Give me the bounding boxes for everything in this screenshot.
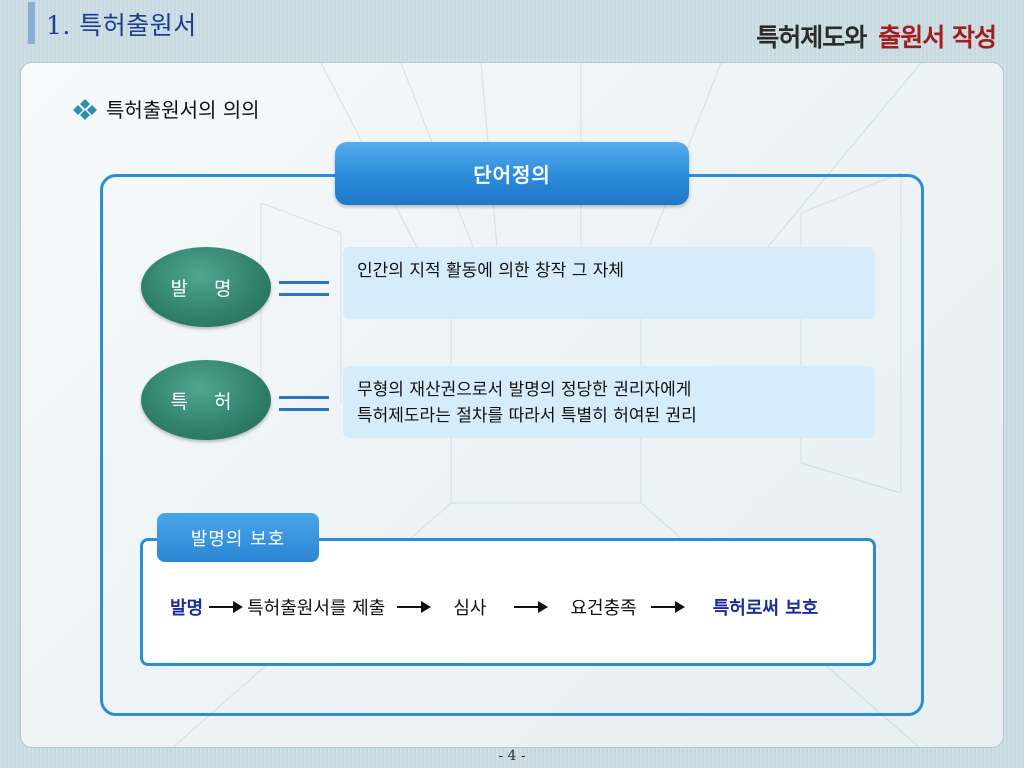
protection-tab: 발명의 보호 [157,513,319,562]
flow-step: 발명 [170,598,204,619]
arrow-right-icon [209,601,244,613]
equals-icon [279,279,329,299]
presentation-title: 특허제도와 출원서 작성 [756,18,997,54]
slide-title: 1. 특허출원서 [46,11,197,40]
arrow-right-icon [650,601,685,613]
section-heading: 특허출원서의 의의 [72,94,260,123]
equals-icon [279,394,329,414]
term-patent: 특 허 [141,360,271,440]
flow-step: 특허출원서를 제출 [247,598,386,619]
presentation-title-part-1: 특허제도와 [756,23,867,52]
diamond-cluster-icon [73,98,97,120]
arrow-right-icon [397,601,432,613]
definition-invention: 인간의 지적 활동에 의한 창작 그 자체 [343,247,875,319]
protection-flow: 발명 특허출원서를 제출 심사 요건충족 특허로써 보호 [170,594,818,620]
flow-step: 특허로써 보호 [712,598,819,619]
definition-line: 인간의 지적 활동에 의한 창작 그 자체 [357,261,625,281]
section-heading-text: 특허출원서의 의의 [106,98,260,122]
arrow-right-icon [514,601,549,613]
flow-step: 심사 [453,598,487,619]
page-number: - 4 - [498,748,526,764]
definition-line: 특허제도라는 절차를 따라서 특별히 허여된 권리 [357,406,697,426]
presentation-title-part-2: 출원서 작성 [878,23,997,52]
term-invention: 발 명 [141,247,271,327]
definition-line: 무형의 재산권으로서 발명의 정당한 권리자에게 [357,380,692,400]
flow-step: 요건충족 [570,598,637,619]
definition-patent: 무형의 재산권으로서 발명의 정당한 권리자에게 특허제도라는 절차를 따라서 … [343,366,875,438]
definition-tab: 단어정의 [335,142,689,205]
header-accent-bar [28,2,35,44]
